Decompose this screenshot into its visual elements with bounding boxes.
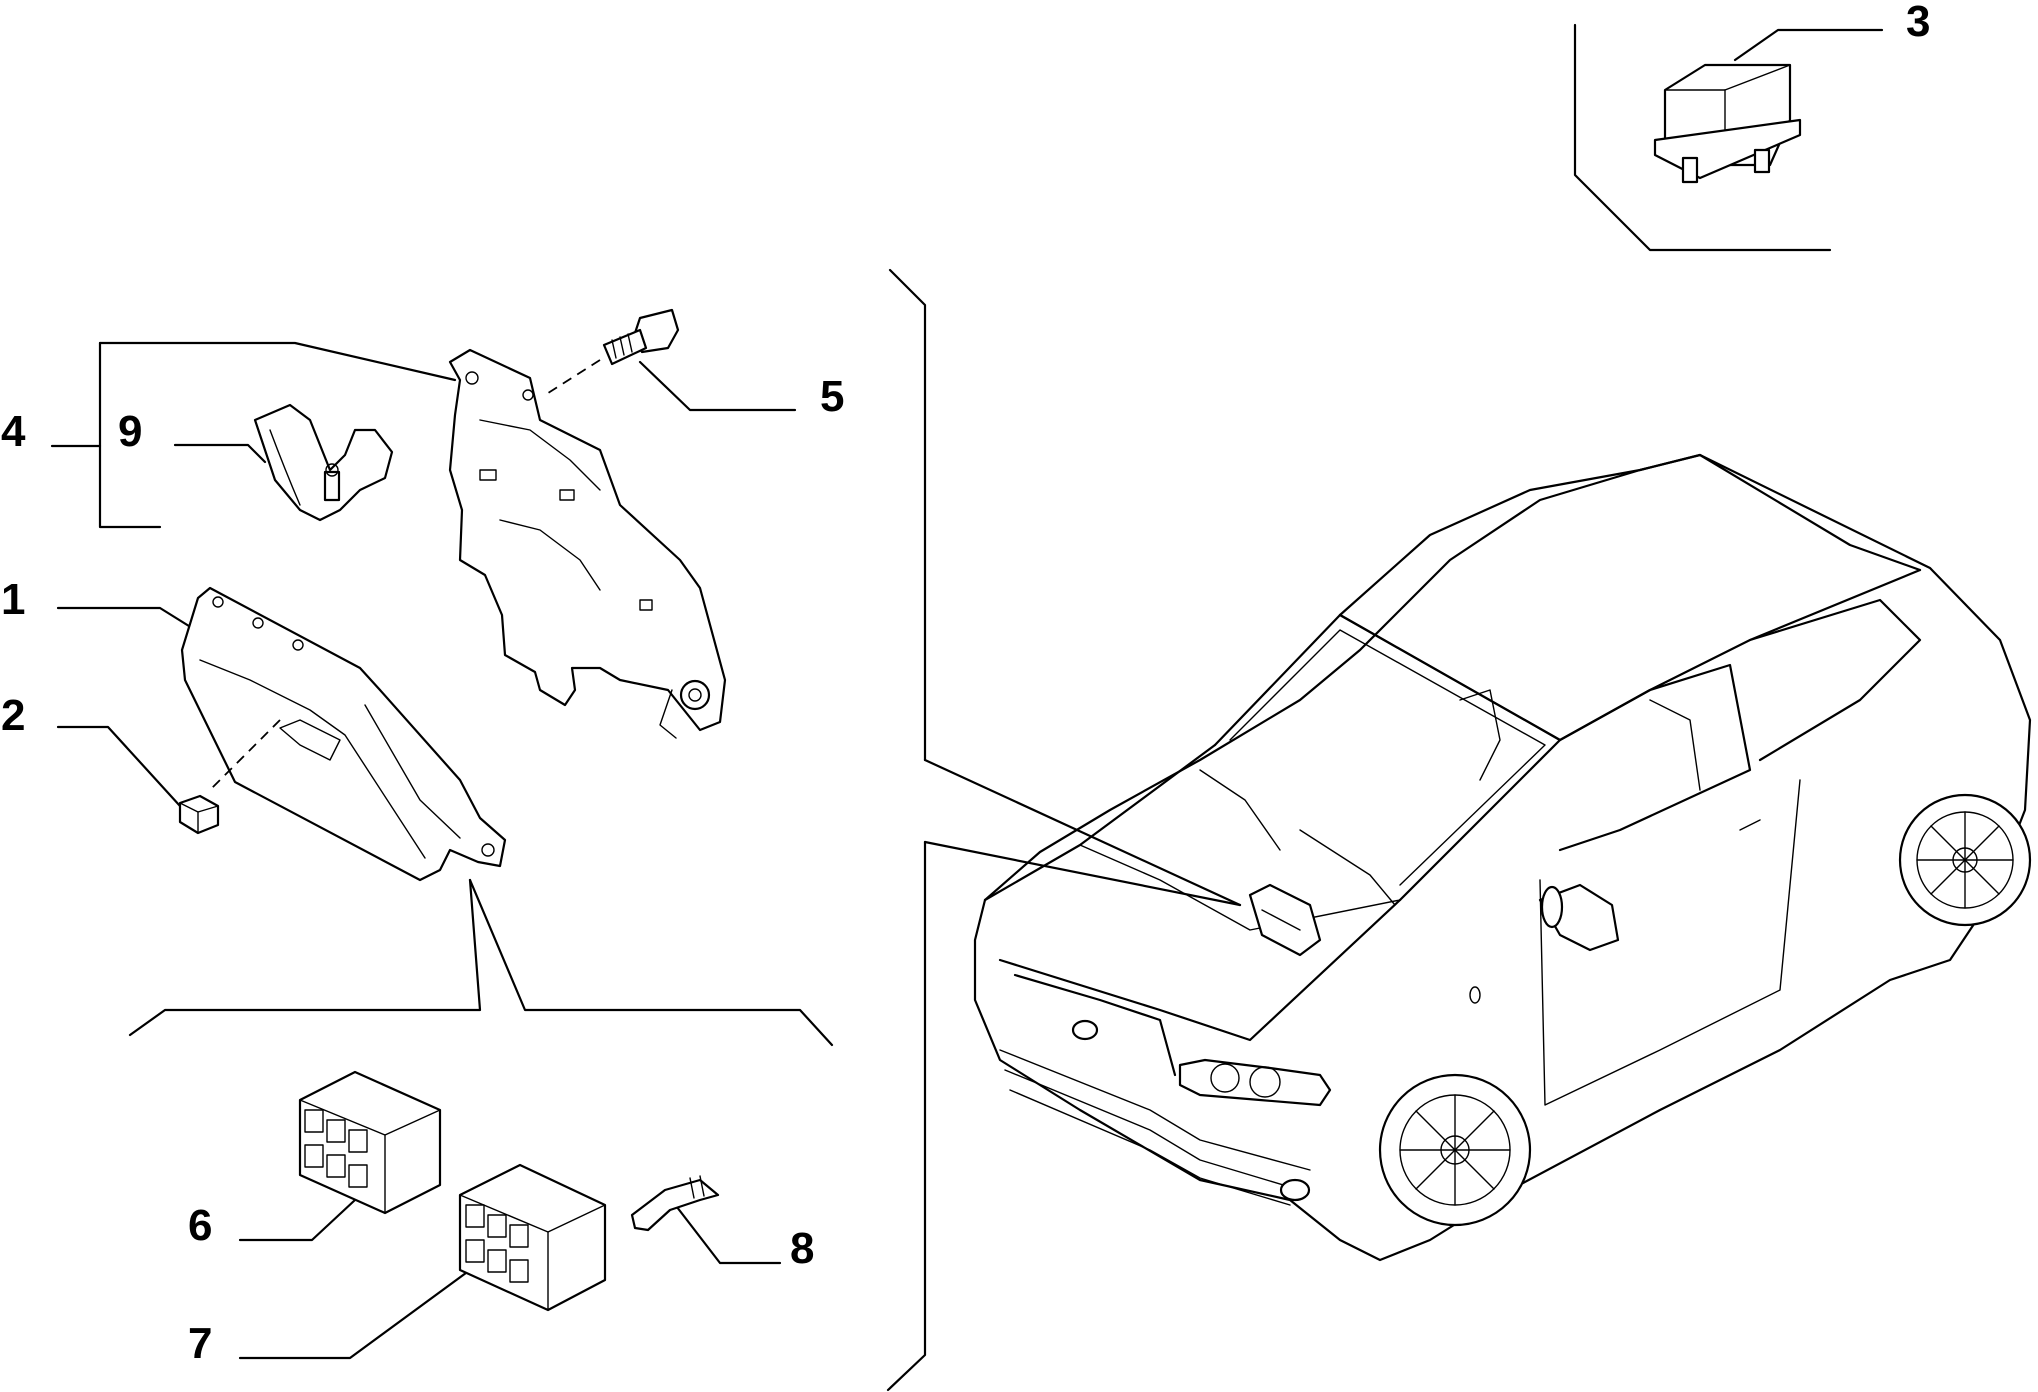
leader-line-5 — [638, 360, 797, 412]
leader-line-6 — [238, 1198, 357, 1242]
callout-8: 8 — [790, 1224, 814, 1273]
leader-lines — [50, 28, 1884, 1360]
callout-3: 3 — [1906, 0, 1930, 46]
leader-line-1 — [56, 606, 207, 638]
control-unit-part-1 — [180, 586, 507, 882]
leader-line-7 — [238, 1268, 472, 1360]
terminal-part-8 — [630, 1175, 720, 1232]
callout-4: 4 — [1, 407, 26, 456]
leader-line-2 — [56, 725, 182, 808]
car-illustration — [973, 453, 2032, 1262]
connector-part-6 — [298, 1070, 442, 1215]
callout-5: 5 — [820, 372, 844, 421]
connector-part-7 — [458, 1163, 607, 1312]
group-brackets — [128, 23, 1832, 1392]
callout-7: 7 — [188, 1319, 212, 1368]
bolt-part-5 — [544, 308, 680, 396]
divider-upper — [888, 268, 927, 762]
car-badge — [1071, 1019, 1099, 1041]
callout-6: 6 — [188, 1201, 212, 1250]
callout-9: 9 — [118, 407, 142, 456]
relay-part-3 — [1653, 63, 1802, 184]
clip-part-9 — [253, 403, 394, 522]
connector-bracket-right — [468, 878, 834, 1047]
callout-1: 1 — [1, 575, 25, 624]
leader-line-9 — [173, 443, 267, 464]
connector-bracket-left — [128, 878, 482, 1037]
divider-lower — [886, 840, 927, 1392]
nut-part-2 — [178, 794, 220, 835]
leader-line-3 — [1733, 28, 1884, 62]
bracket-part-4 — [448, 348, 727, 739]
leader-line-8 — [668, 1196, 782, 1265]
pointer-lower — [923, 840, 1242, 907]
callout-2: 2 — [1, 691, 25, 740]
relay-bracket — [1573, 23, 1832, 252]
leader-bracket-4 — [98, 341, 162, 529]
leader-bracket-4-top — [98, 341, 457, 382]
pointer-upper — [923, 758, 1242, 907]
